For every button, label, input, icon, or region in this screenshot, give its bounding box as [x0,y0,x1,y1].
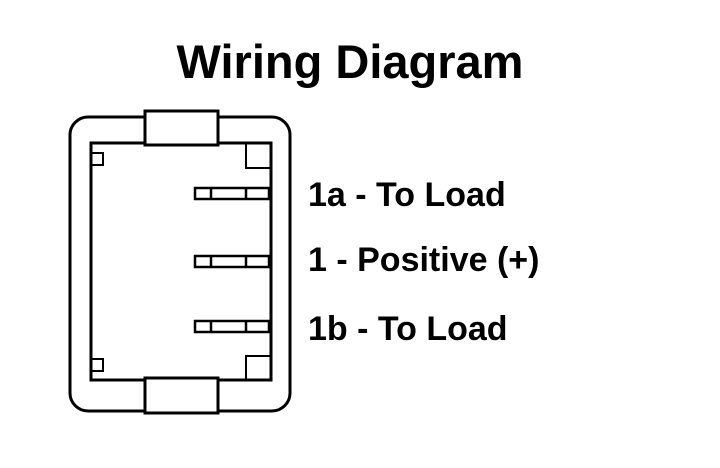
terminal-1 [193,254,271,269]
top-mounting-tab [143,109,220,147]
terminal-1b [193,319,271,334]
corner-notch-bottom-left [90,358,104,372]
corner-notch-bottom-right [245,355,272,381]
pin-label-1a: 1a - To Load [308,176,506,214]
diagram-title: Wiring Diagram [176,35,524,88]
pin-label-1: 1 - Positive (+) [308,241,540,279]
corner-notch-top-left [90,152,104,166]
terminal-1a [193,186,271,201]
pin-label-1b: 1b - To Load [308,310,508,348]
corner-notch-top-right [245,142,272,169]
bottom-mounting-tab [143,376,220,415]
